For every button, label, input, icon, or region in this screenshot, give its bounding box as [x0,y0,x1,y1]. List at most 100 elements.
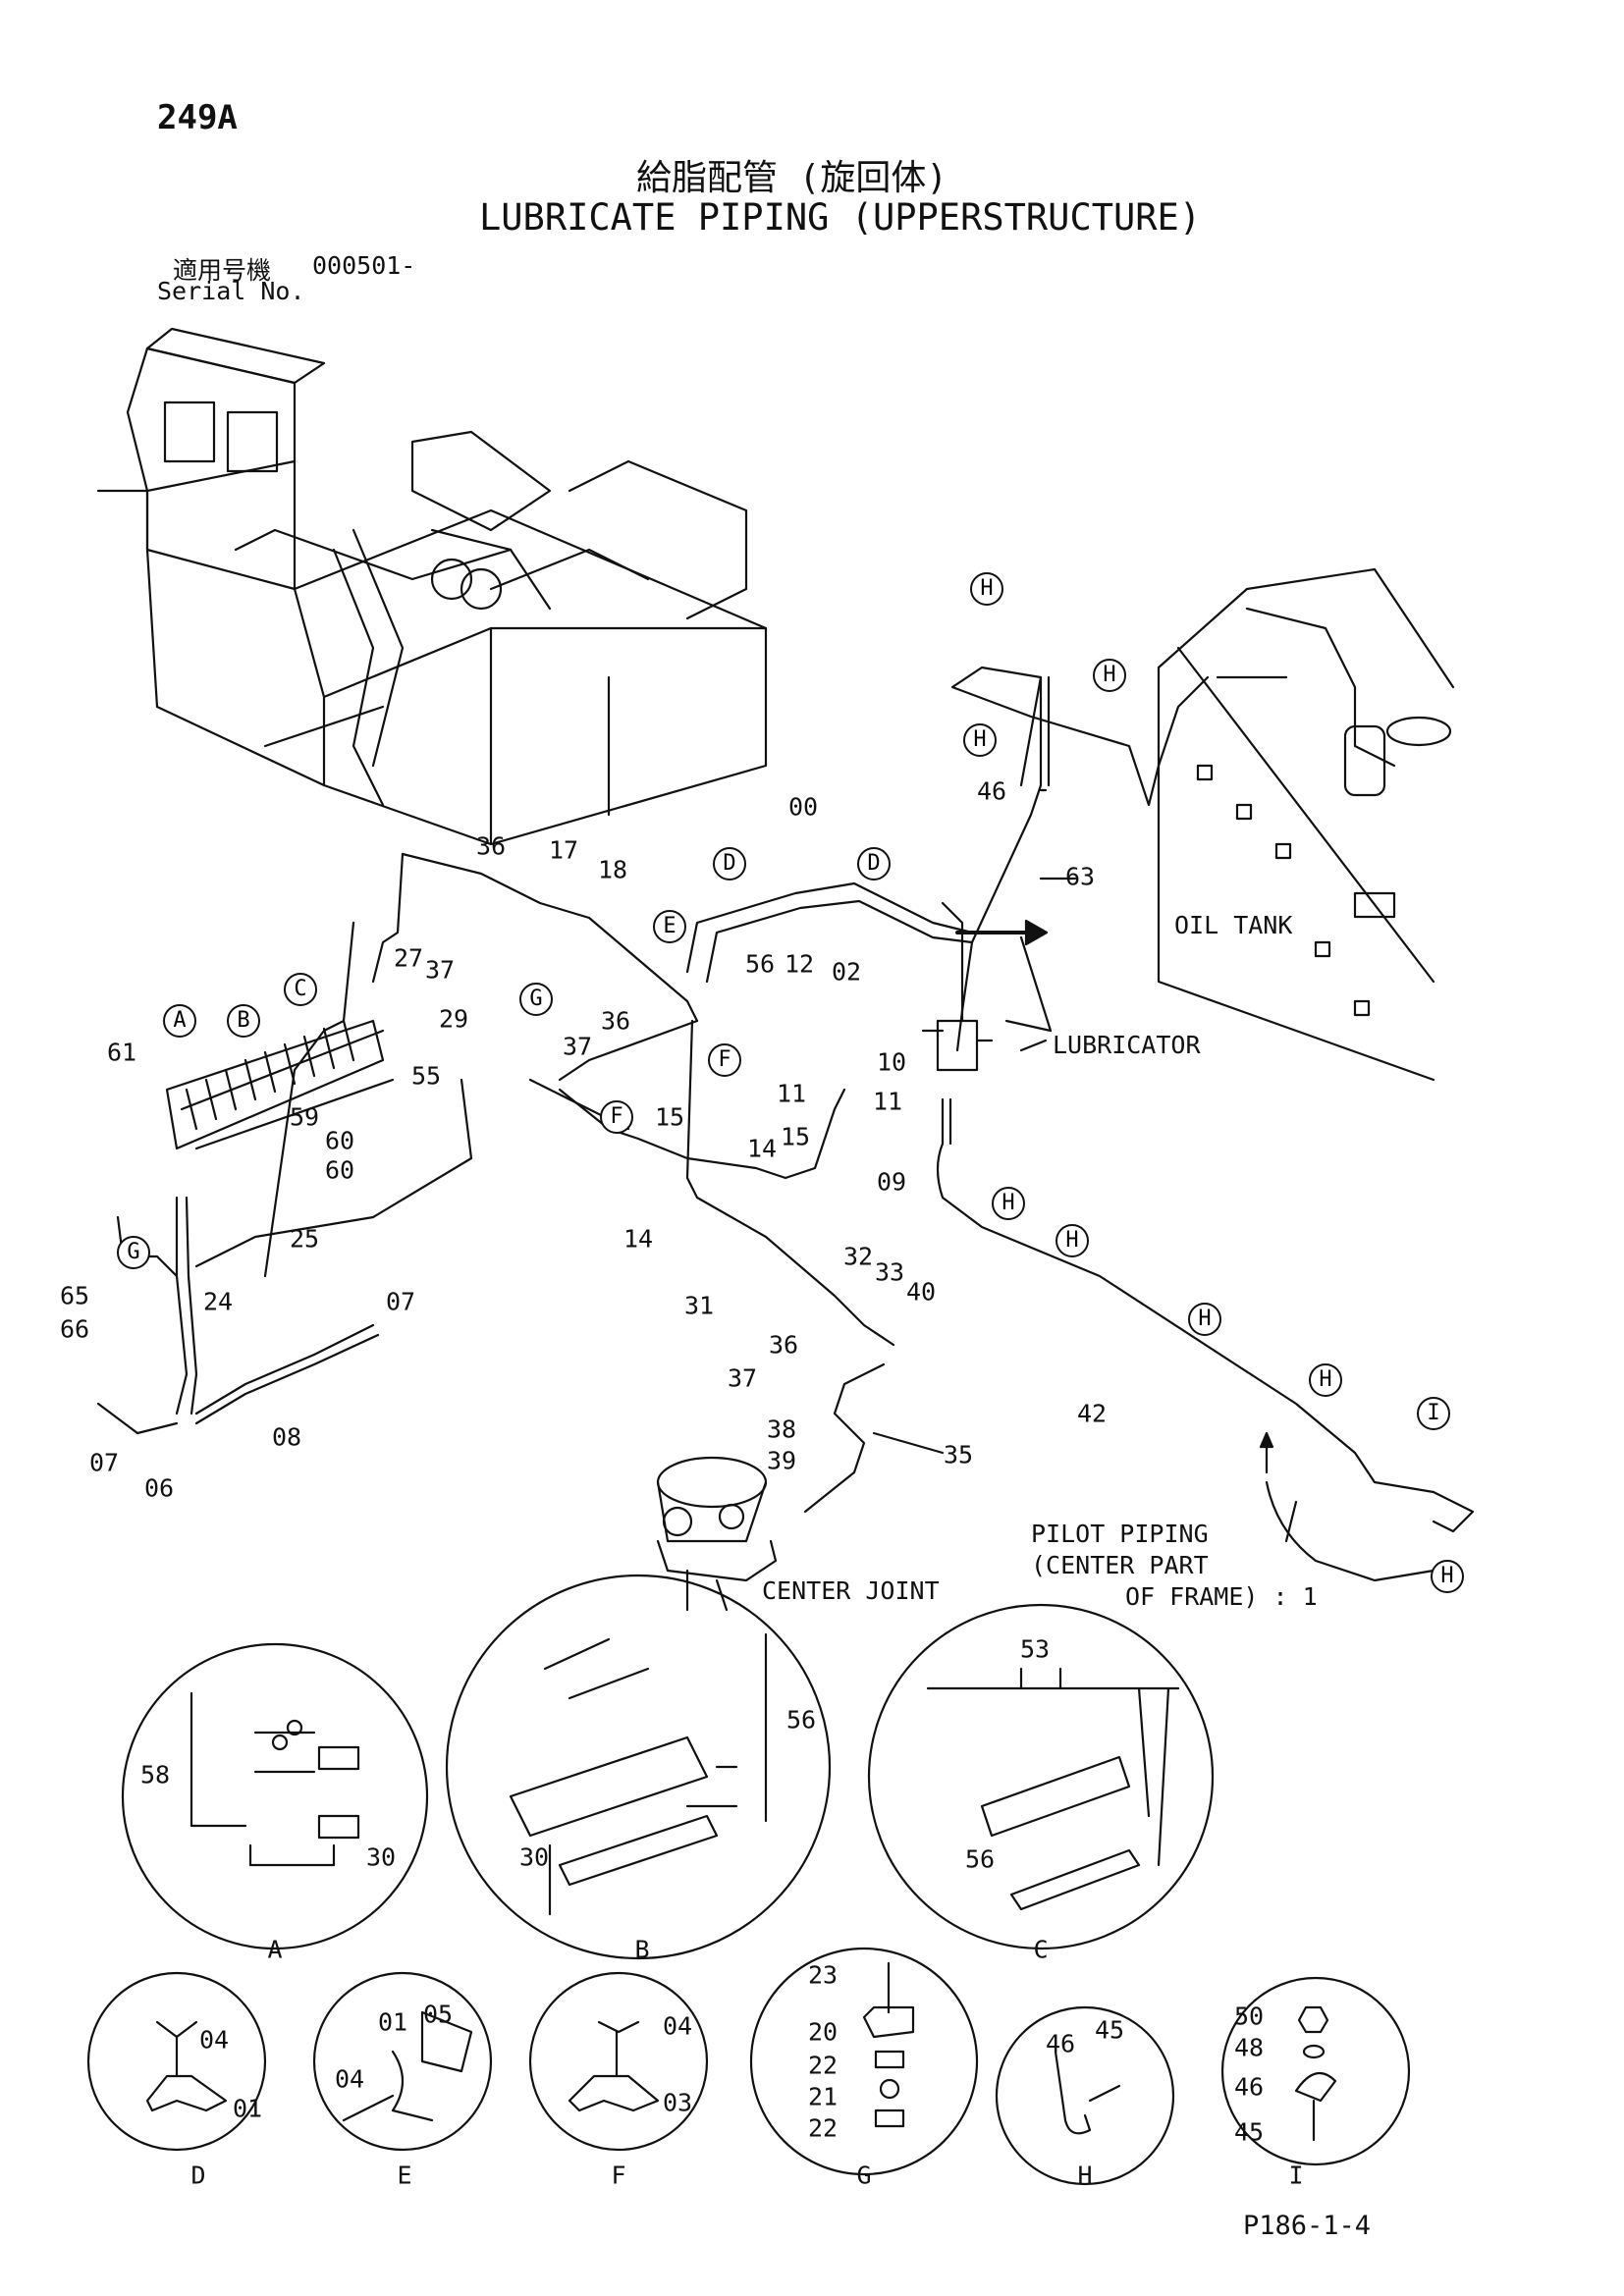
detail-b-drawing [509,1632,768,1916]
part-label-38: 38 [766,1415,797,1444]
part-label-05: 05 [422,2000,454,2029]
part-label-27: 27 [393,943,424,973]
part-label-63: 63 [1064,862,1096,891]
part-label-25: 25 [289,1224,320,1254]
part-label-40: 40 [905,1277,937,1307]
part-label-58: 61 [106,1038,137,1067]
part-label-12: 12 [784,949,815,979]
detail-caption-c: C [1033,1935,1049,1964]
pilot-piping-line2: (CENTER PART [1031,1551,1209,1579]
part-label-66: 66 [59,1314,90,1344]
part-label-10: 10 [876,1047,907,1077]
oil-tank-label: OIL TANK [1174,911,1293,939]
part-label-07b: 07 [88,1448,120,1477]
part-label-37b: 37 [562,1032,593,1061]
part-label-14: 14 [746,1134,778,1163]
part-label-11: 11 [776,1079,807,1108]
pilot-piping-line1: PILOT PIPING [1031,1520,1209,1548]
part-label-36: 36 [475,831,507,861]
part-label-06: 06 [143,1473,175,1503]
part-label-30: 30 [365,1842,397,1872]
detail-caption-e: E [397,2161,412,2190]
oil-tank-drawing [1157,567,1455,1082]
part-label-60: 60 [324,1126,355,1155]
lubricator-label: LUBRICATOR [1053,1031,1201,1059]
detail-g-drawing [862,1961,915,2128]
page-reference: P186-1-4 [1243,2211,1372,2241]
part-label-65: 65 [59,1281,90,1310]
callout-bubble-h2: H [1093,659,1126,692]
callout-bubble-b: B [227,1004,260,1038]
part-label-31: 31 [683,1291,715,1320]
part-label-15b: 15 [780,1122,811,1151]
part-label-30b: 30 [518,1842,550,1872]
part-label-23: 23 [807,1960,839,1990]
detail-caption-a: A [267,1935,283,1964]
title-japanese: 給脂配管 (旋回体) [636,158,948,198]
detail-a-drawing [189,1691,360,1867]
manifold-drawing [165,1019,395,1150]
lubricator-drawing [921,901,994,1072]
detail-circle-a [121,1642,429,1950]
callout-bubble-h8: H [1431,1560,1464,1593]
center-joint-label: CENTER JOINT [762,1576,940,1605]
part-label-21: 21 [807,2082,839,2111]
callout-bubble-h3: H [963,723,997,757]
part-label-00: 00 [787,792,819,822]
detail-circle-b [445,1574,832,1960]
part-label-37: 37 [424,955,456,985]
part-label-14b: 14 [623,1224,654,1254]
part-label-50: 56 [744,949,776,979]
part-label-04: 04 [198,2025,230,2055]
center-joint-drawing [656,1456,778,1582]
part-label-17: 17 [548,835,579,865]
part-label-07: 07 [385,1287,416,1316]
detail-caption-h: H [1077,2161,1093,2190]
part-label-02: 02 [831,957,862,987]
part-label-04c: 04 [662,2011,693,2041]
callout-bubble-a: A [163,1004,196,1038]
part-label-03: 03 [662,2088,693,2117]
part-label-44c: 46 [1233,2072,1265,2102]
part-label-36c: 36 [768,1330,799,1360]
callout-bubble-e: E [653,910,686,943]
part-label-59: 59 [289,1102,320,1132]
detail-circle-c [867,1603,1215,1950]
serial-label-japanese: 適用号機 [173,256,272,285]
detail-f-drawing [568,2020,660,2112]
part-label-15: 15 [654,1102,685,1132]
callout-bubble-h5: H [1056,1224,1089,1257]
part-label-35: 35 [943,1440,974,1469]
part-label-24: 24 [202,1287,234,1316]
detail-caption-i: I [1288,2161,1304,2190]
part-label-33: 33 [874,1257,905,1287]
callout-bubble-f: F [708,1043,741,1077]
part-label-37c: 37 [727,1363,758,1393]
detail-caption-f: F [611,2161,626,2190]
title-english: LUBRICATE PIPING (UPPERSTRUCTURE) [479,196,1202,239]
part-label-09: 09 [876,1167,907,1197]
part-label-43: 45 [1094,2015,1125,2045]
callout-bubble-c: C [284,973,317,1006]
pilot-piping-line3: OF FRAME) : 1 [1125,1582,1318,1611]
part-label-18: 18 [597,855,628,884]
part-label-22b: 22 [807,2113,839,2143]
part-label-01: 01 [232,2094,263,2123]
callout-bubble-i: I [1417,1397,1450,1430]
serial-label-english: Serial No. [157,277,305,305]
callout-bubble-h4: H [992,1187,1025,1220]
page-code: 249A [157,98,238,137]
part-label-39: 39 [766,1446,797,1475]
detail-h-drawing [1054,2050,1121,2135]
serial-value: 000501- [312,251,416,280]
part-label-54: 56 [785,1705,817,1735]
part-label-61: 60 [324,1155,355,1185]
part-label-29: 29 [438,1004,469,1034]
detail-e-drawing [342,2010,473,2122]
detail-c-drawing [926,1667,1180,1911]
part-label-53: 53 [1019,1634,1051,1664]
part-label-22: 22 [807,2051,839,2080]
callout-bubble-g: G [519,983,553,1016]
callout-bubble-h6: H [1188,1303,1221,1336]
